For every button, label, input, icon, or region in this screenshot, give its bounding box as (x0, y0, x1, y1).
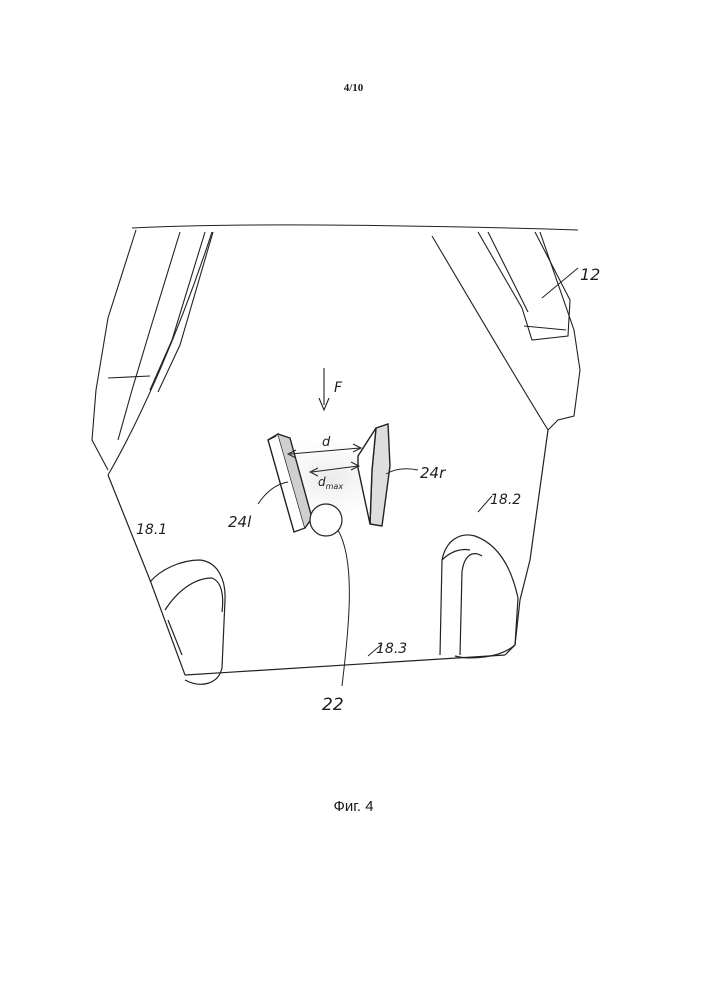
ball-label: 22 (322, 695, 344, 715)
top-boundary-line (132, 225, 578, 230)
right-rail (432, 232, 580, 430)
face-bottom-label: 18.3 (376, 641, 407, 657)
left-rail (92, 230, 213, 475)
face-right-label: 18.2 (490, 492, 521, 508)
housing-leader (542, 268, 578, 298)
left-foot (150, 560, 225, 684)
figure-caption: Фиг. 4 (0, 798, 707, 815)
right-tooth-label: 24r (420, 464, 446, 482)
ball (310, 504, 342, 536)
housing-label: 12 (580, 265, 600, 284)
left-tooth-label: 24l (228, 513, 252, 531)
force-label: F (334, 380, 343, 396)
ball-leader-line (338, 530, 349, 686)
force-arrow (319, 368, 329, 410)
distance-label: d (322, 435, 331, 450)
right-foot (440, 535, 518, 658)
face-left-label: 18.1 (136, 522, 167, 538)
